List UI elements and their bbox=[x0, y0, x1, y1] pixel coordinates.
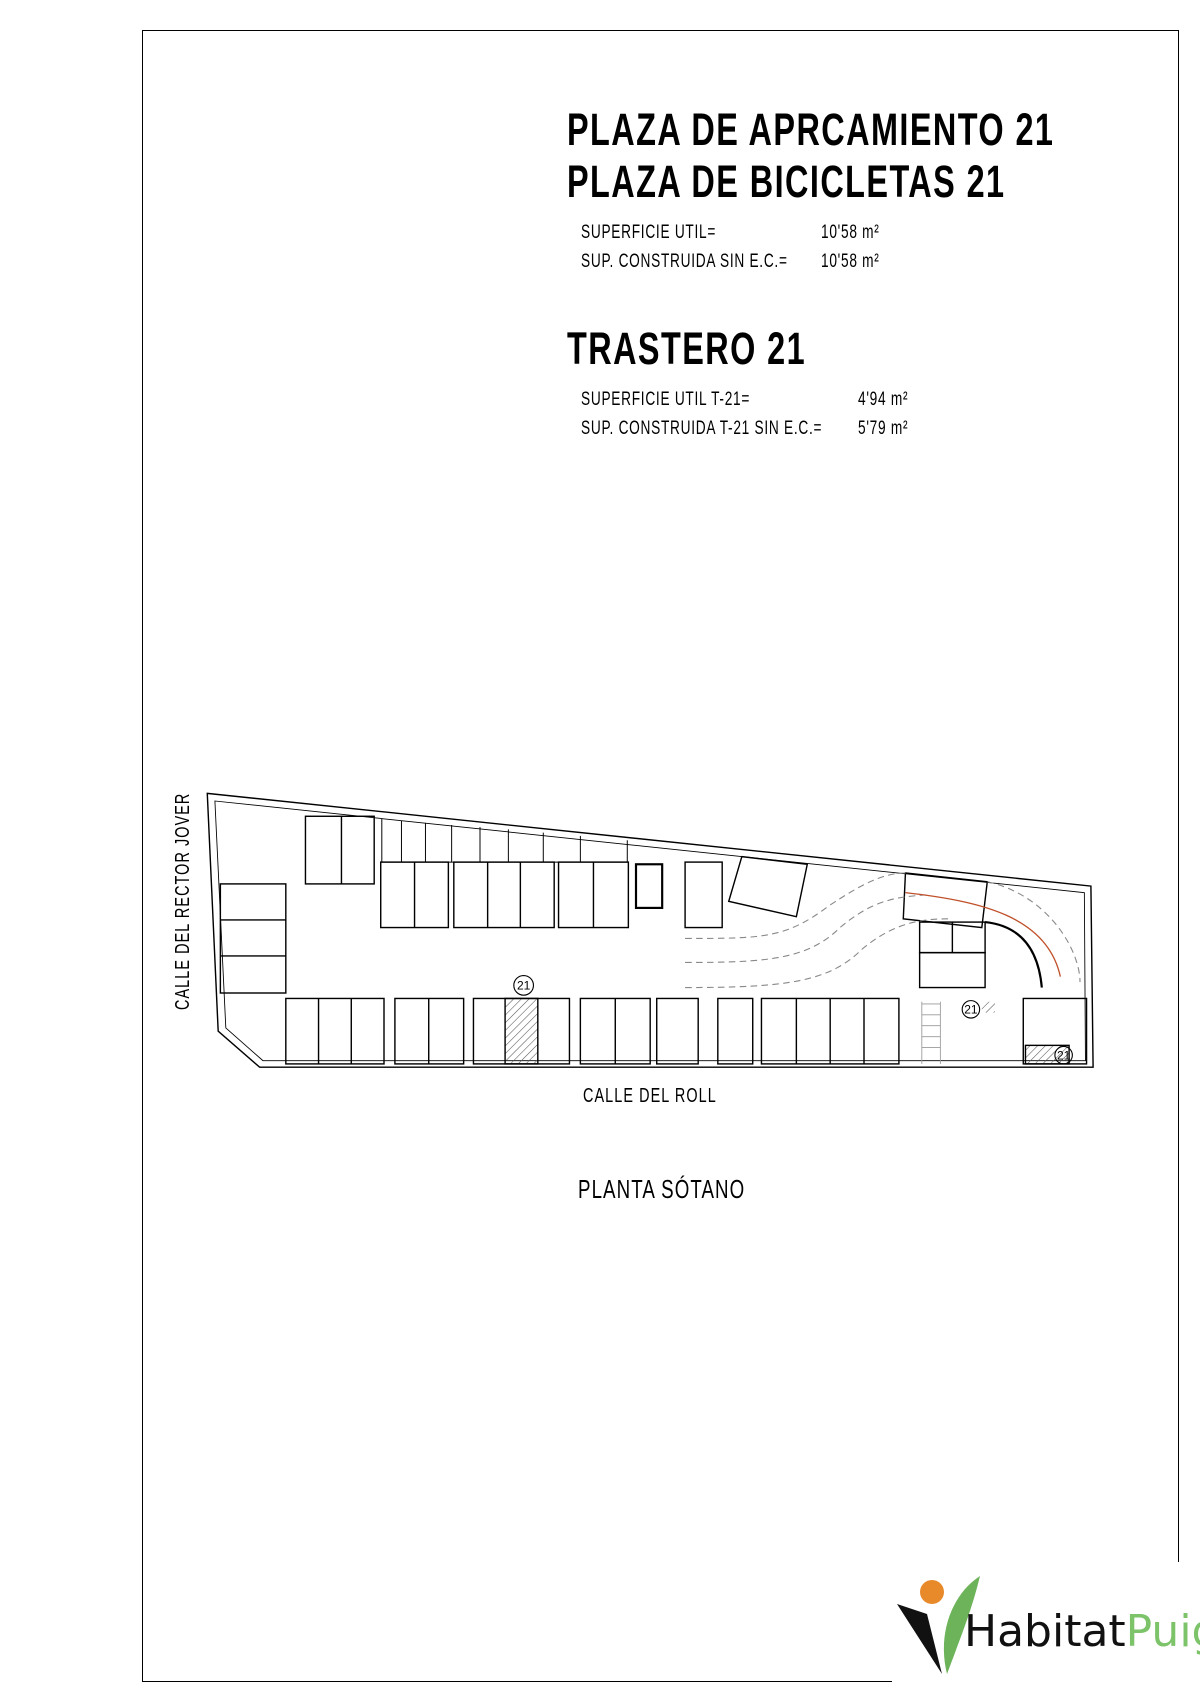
marker-21-storage: 21 bbox=[1057, 1049, 1071, 1063]
marker-circle bbox=[1054, 1045, 1073, 1065]
plan-inner-wall bbox=[214, 800, 1086, 1062]
storage-title: TRASTERO 21 bbox=[567, 323, 807, 374]
parking-space-21 bbox=[504, 997, 539, 1065]
storage-21 bbox=[1024, 1044, 1070, 1065]
bikes-title: PLAZA DE BICICLETAS 21 bbox=[567, 156, 1006, 207]
parking-util-label: SUPERFICIE UTIL= bbox=[581, 222, 717, 243]
storage-built-label: SUP. CONSTRUIDA T-21 SIN E.C.= bbox=[581, 418, 823, 439]
ramp-line bbox=[905, 891, 1062, 977]
drawing-frame bbox=[142, 30, 1179, 1682]
storage-util-value: 4'94 m² bbox=[858, 389, 909, 410]
marker-21-parking: 21 bbox=[517, 979, 531, 993]
parking-util-value: 10'58 m² bbox=[821, 222, 880, 243]
storage-util-label: SUPERFICIE UTIL T-21= bbox=[581, 389, 751, 410]
parking-built-label: SUP. CONSTRUIDA SIN E.C.= bbox=[581, 251, 788, 272]
plan-outline bbox=[206, 792, 1094, 1068]
street-left-label: CALLE DEL RECTOR JOVER bbox=[172, 792, 194, 1010]
storage-built-value: 5'79 m² bbox=[858, 418, 909, 439]
habitatpuig-logo: HabitatPuig bbox=[892, 1562, 1200, 1698]
logo-mark-icon bbox=[897, 1576, 980, 1674]
parking-built-value: 10'58 m² bbox=[821, 251, 880, 272]
logo-text: HabitatPuig bbox=[964, 1606, 1200, 1657]
parking-title: PLAZA DE APRCAMIENTO 21 bbox=[567, 104, 1055, 155]
marker-circle bbox=[961, 1000, 981, 1019]
marker-circle bbox=[513, 974, 534, 996]
plan-caption: PLANTA SÓTANO bbox=[578, 1174, 746, 1204]
street-bottom-label: CALLE DEL ROLL bbox=[583, 1085, 717, 1107]
marker-21-bike: 21 bbox=[964, 1003, 978, 1017]
